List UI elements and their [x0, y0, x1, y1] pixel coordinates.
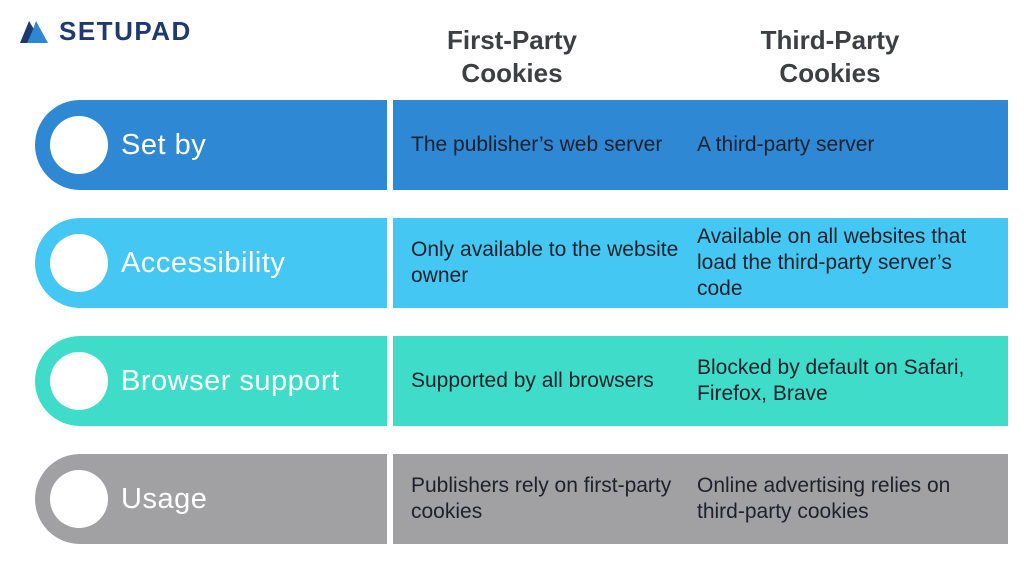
column-divider	[387, 218, 393, 308]
comparison-rows: Set by The publisher’s web server A thir…	[35, 100, 1008, 572]
column-header-first-party: First-Party Cookies	[446, 25, 578, 88]
cell-first-party: The publisher’s web server	[411, 132, 663, 156]
brand-name: SETUPAD	[59, 16, 192, 46]
row-label-pill: Usage	[35, 454, 387, 544]
row-label-pill: Accessibility	[35, 218, 387, 308]
row-label-pill: Set by	[35, 100, 387, 190]
row-accessibility: Accessibility Only available to the webs…	[35, 218, 1008, 308]
row-content: Publishers rely on first-party cookies O…	[393, 454, 1008, 544]
row-bullet-circle	[50, 352, 108, 410]
cell-third-party: A third-party server	[697, 132, 875, 156]
row-label: Usage	[121, 482, 208, 515]
column-divider	[387, 454, 393, 544]
row-content: The publisher’s web server A third-party…	[393, 100, 1008, 190]
column-header-third-party: Third-Party Cookies	[760, 25, 900, 88]
row-label: Accessibility	[121, 246, 286, 279]
row-bullet-circle	[50, 470, 108, 528]
column-divider	[387, 100, 393, 190]
row-content: Supported by all browsers Blocked by def…	[393, 336, 1008, 426]
row-browser-support: Browser support Supported by all browser…	[35, 336, 1008, 426]
row-label-pill: Browser support	[35, 336, 387, 426]
cell-first-party: Supported by all browsers	[411, 368, 654, 392]
row-bullet-circle	[50, 116, 108, 174]
cell-first-party: Only available to the website owner	[411, 237, 679, 287]
cell-first-party: Publishers rely on first-party cookies	[411, 473, 672, 523]
row-content: Only available to the website owner Avai…	[393, 218, 1008, 308]
cell-third-party: Online advertising relies on third-party…	[697, 473, 951, 523]
column-divider	[387, 336, 393, 426]
setupad-logo-icon	[20, 20, 48, 43]
row-label: Browser support	[121, 364, 340, 397]
row-label: Set by	[121, 128, 207, 161]
setupad-logo: SETUPAD	[18, 16, 192, 47]
row-bullet-circle	[50, 234, 108, 292]
cell-third-party: Blocked by default on Safari, Firefox, B…	[697, 355, 965, 405]
row-set-by: Set by The publisher’s web server A thir…	[35, 100, 1008, 190]
cell-third-party: Available on all websites that load the …	[697, 224, 967, 301]
row-usage: Usage Publishers rely on first-party coo…	[35, 454, 1008, 544]
